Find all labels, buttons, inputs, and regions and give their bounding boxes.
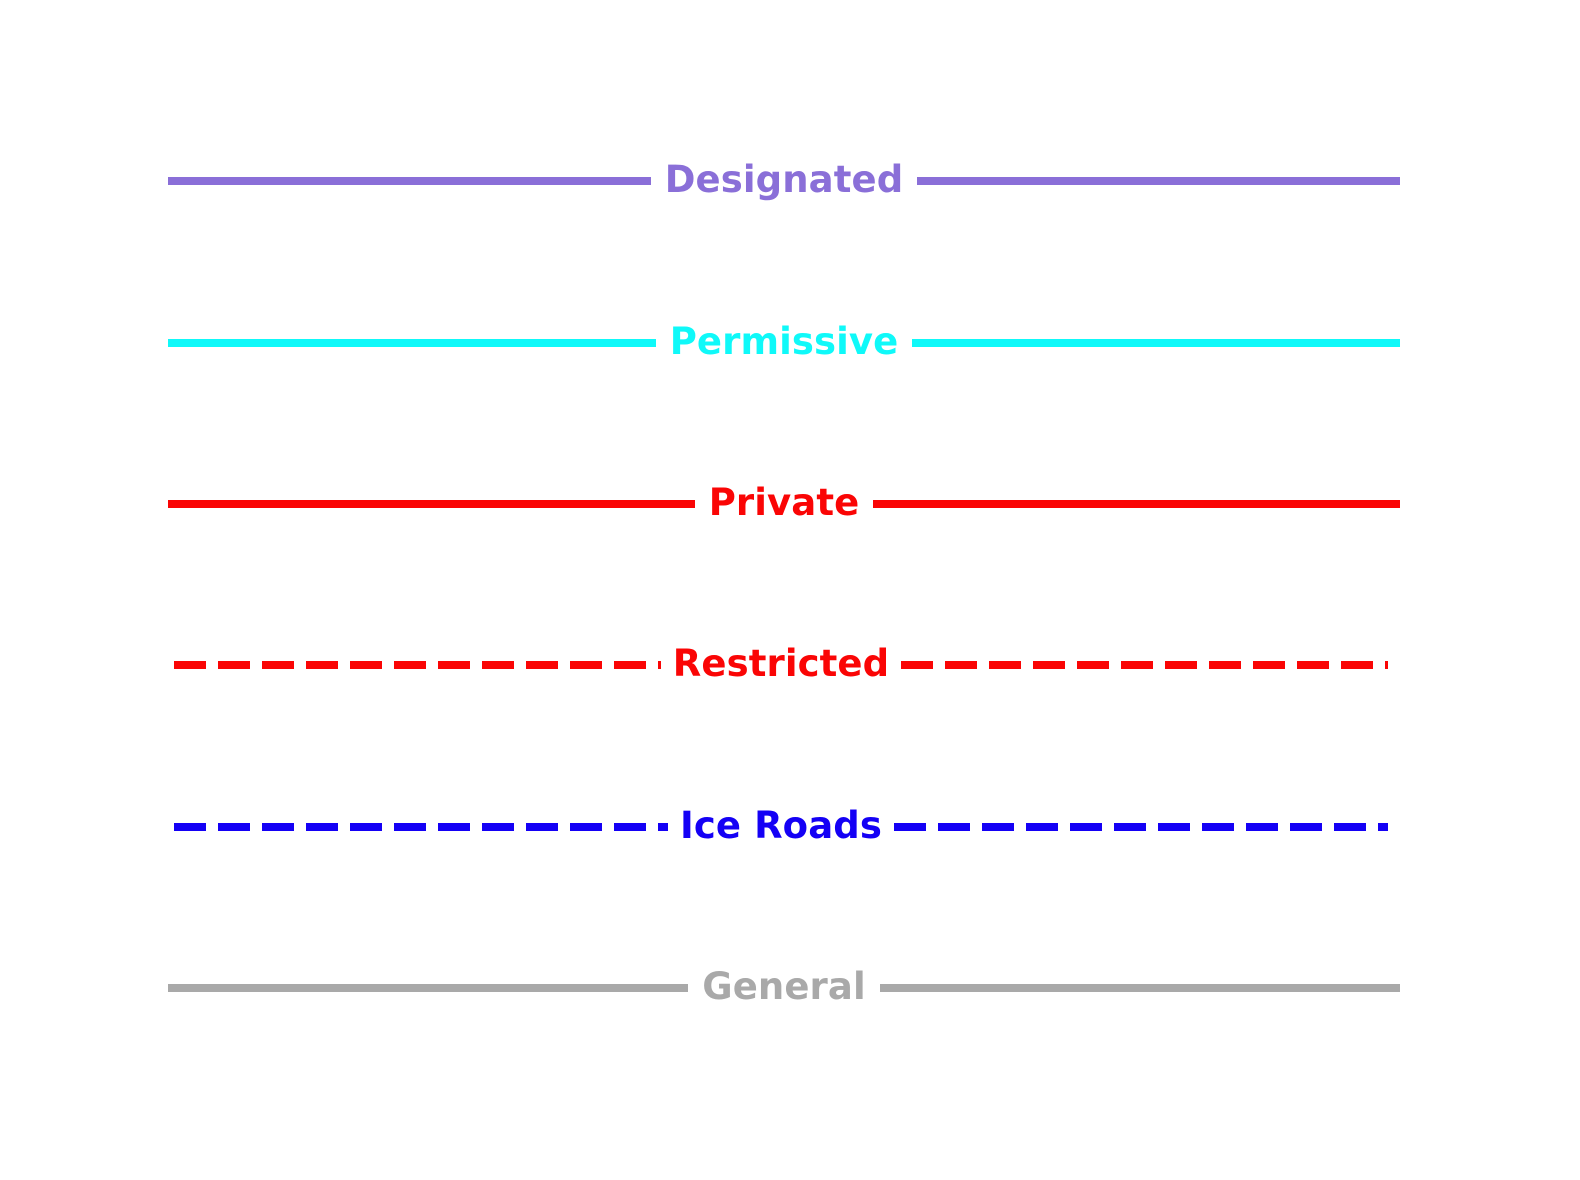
legend-line-right-general <box>879 984 1400 992</box>
legend-row-permissive: Permissive <box>168 311 1401 375</box>
legend-label-permissive: Permissive <box>669 320 899 363</box>
legend-line-right-permissive <box>912 339 1401 347</box>
legend-line-left-restricted <box>174 661 661 669</box>
legend-line-right-restricted <box>901 661 1388 669</box>
legend-line-left-general <box>168 984 689 992</box>
legend-line-left-ice-roads <box>174 823 669 831</box>
legend-row-designated: Designated <box>168 149 1401 213</box>
legend-line-left-permissive <box>168 339 656 347</box>
legend-label-restricted: Restricted <box>672 642 890 685</box>
legend-row-private: Private <box>168 472 1400 536</box>
legend-label-private: Private <box>708 481 860 524</box>
legend-line-right-private <box>873 500 1400 508</box>
legend-row-restricted: Restricted <box>174 633 1388 697</box>
legend-line-right-ice-roads <box>893 823 1388 831</box>
legend-row-general: General <box>168 956 1400 1020</box>
legend-row-ice-roads: Ice Roads <box>174 795 1388 859</box>
legend-label-ice-roads: Ice Roads <box>680 804 882 847</box>
legend-label-general: General <box>702 965 866 1008</box>
legend-line-right-designated <box>917 177 1401 185</box>
legend-line-left-designated <box>168 177 651 185</box>
legend-line-left-private <box>168 500 695 508</box>
legend-label-designated: Designated <box>664 158 904 201</box>
